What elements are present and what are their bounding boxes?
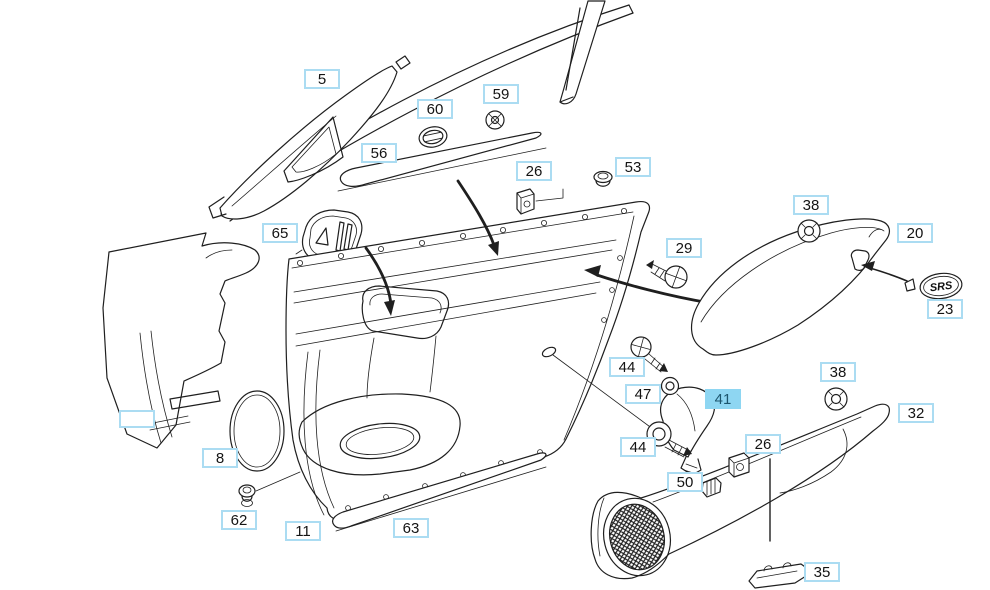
part-label-60[interactable]: 60 xyxy=(417,99,453,119)
part-41-grab-trim-drawing xyxy=(660,386,716,476)
part-label-44-lower[interactable]: 44 xyxy=(620,437,656,457)
fastener-47-washer-drawing xyxy=(660,376,680,396)
part-label-38-lower[interactable]: 38 xyxy=(820,362,856,382)
part-label-53[interactable]: 53 xyxy=(615,157,651,177)
part-label-8[interactable]: 8 xyxy=(202,448,238,468)
part-label-47[interactable]: 47 xyxy=(625,384,661,404)
part-8-insulation-sheet-drawing xyxy=(102,232,285,472)
part-label-38-top[interactable]: 38 xyxy=(793,195,829,215)
part-label-56[interactable]: 56 xyxy=(361,143,397,163)
part-label-65[interactable]: 65 xyxy=(262,223,298,243)
part-label-59[interactable]: 59 xyxy=(483,84,519,104)
fastener-26-top-clip-drawing xyxy=(516,188,564,215)
part-label-empty[interactable] xyxy=(119,410,155,428)
part-label-11[interactable]: 11 xyxy=(285,521,321,541)
part-11-door-panel-drawing xyxy=(285,200,662,521)
fastener-29-screw-drawing xyxy=(646,260,688,289)
part-label-44-upper[interactable]: 44 xyxy=(609,357,645,377)
part-5-pillar-trim-drawing xyxy=(208,55,411,220)
fastener-38-top-screw-drawing xyxy=(797,219,821,243)
fastener-53-grommet-drawing xyxy=(593,170,613,187)
fastener-44-upper-screw-drawing xyxy=(630,336,668,373)
mounting-arrows-drawing xyxy=(364,179,712,316)
part-label-32[interactable]: 32 xyxy=(898,403,934,423)
part-label-63[interactable]: 63 xyxy=(393,518,429,538)
part-label-20[interactable]: 20 xyxy=(897,223,933,243)
part-63-lower-strip-drawing xyxy=(332,452,547,532)
fastener-59-screw-drawing xyxy=(485,110,505,130)
part-label-26-top[interactable]: 26 xyxy=(516,161,552,181)
pillar-strip-drawing xyxy=(559,0,606,105)
fastener-26-lower-clip-drawing xyxy=(728,452,750,478)
part-label-62[interactable]: 62 xyxy=(221,510,257,530)
srs-badge-label: SRS xyxy=(929,280,954,295)
part-56-trim-strip-drawing xyxy=(337,131,547,192)
srs-badge-drawing: SRS xyxy=(861,261,963,300)
fastener-60-grommet-drawing xyxy=(418,126,448,148)
part-label-26-lower[interactable]: 26 xyxy=(745,434,781,454)
part-label-23[interactable]: 23 xyxy=(927,299,963,319)
part-label-50[interactable]: 50 xyxy=(667,472,703,492)
part-20-pocket-panel-drawing xyxy=(691,218,891,356)
part-label-5[interactable]: 5 xyxy=(304,69,340,89)
part-label-35[interactable]: 35 xyxy=(804,562,840,582)
fastener-62-rivet-drawing xyxy=(238,471,301,507)
part-label-29[interactable]: 29 xyxy=(666,238,702,258)
part-label-41-highlighted[interactable]: 41 xyxy=(705,389,741,409)
part-32-sill-panel-drawing xyxy=(590,403,890,580)
fastener-38-lower-screw-drawing xyxy=(824,387,848,411)
